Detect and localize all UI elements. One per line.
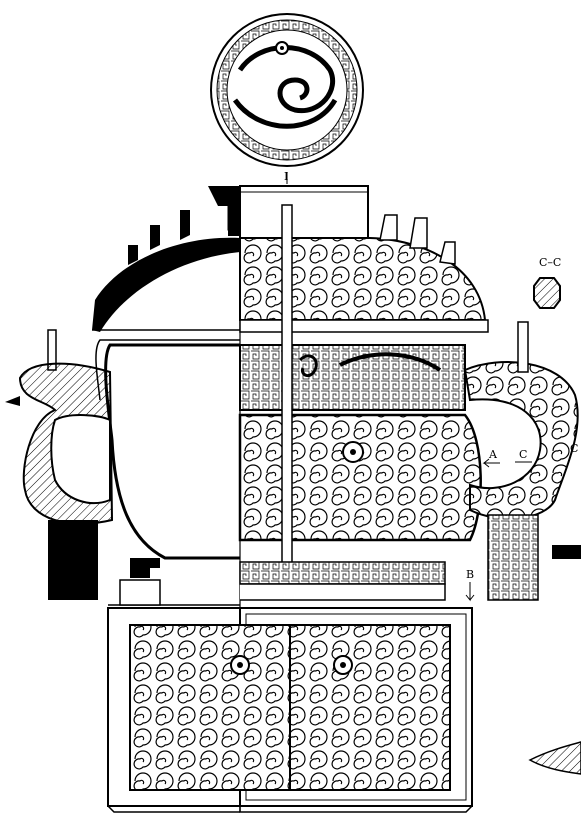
marker-c-left-label: C [519, 448, 527, 461]
section-cc-detail [533, 277, 561, 309]
arrow-down-icon [465, 582, 475, 602]
section-markers: I C–C A C C B [284, 170, 578, 602]
base-box-decoration [129, 624, 451, 791]
marker-c-right-label: C [570, 442, 578, 455]
marker-a-label: A [488, 448, 498, 461]
section-cc-label: C–C [539, 256, 561, 269]
marker-b-label: B [466, 568, 474, 581]
marker-i-label: I [284, 170, 288, 183]
fragment-detail [528, 741, 581, 775]
lid-knob-roundel [210, 13, 364, 167]
arrow-left-icon [482, 458, 500, 468]
